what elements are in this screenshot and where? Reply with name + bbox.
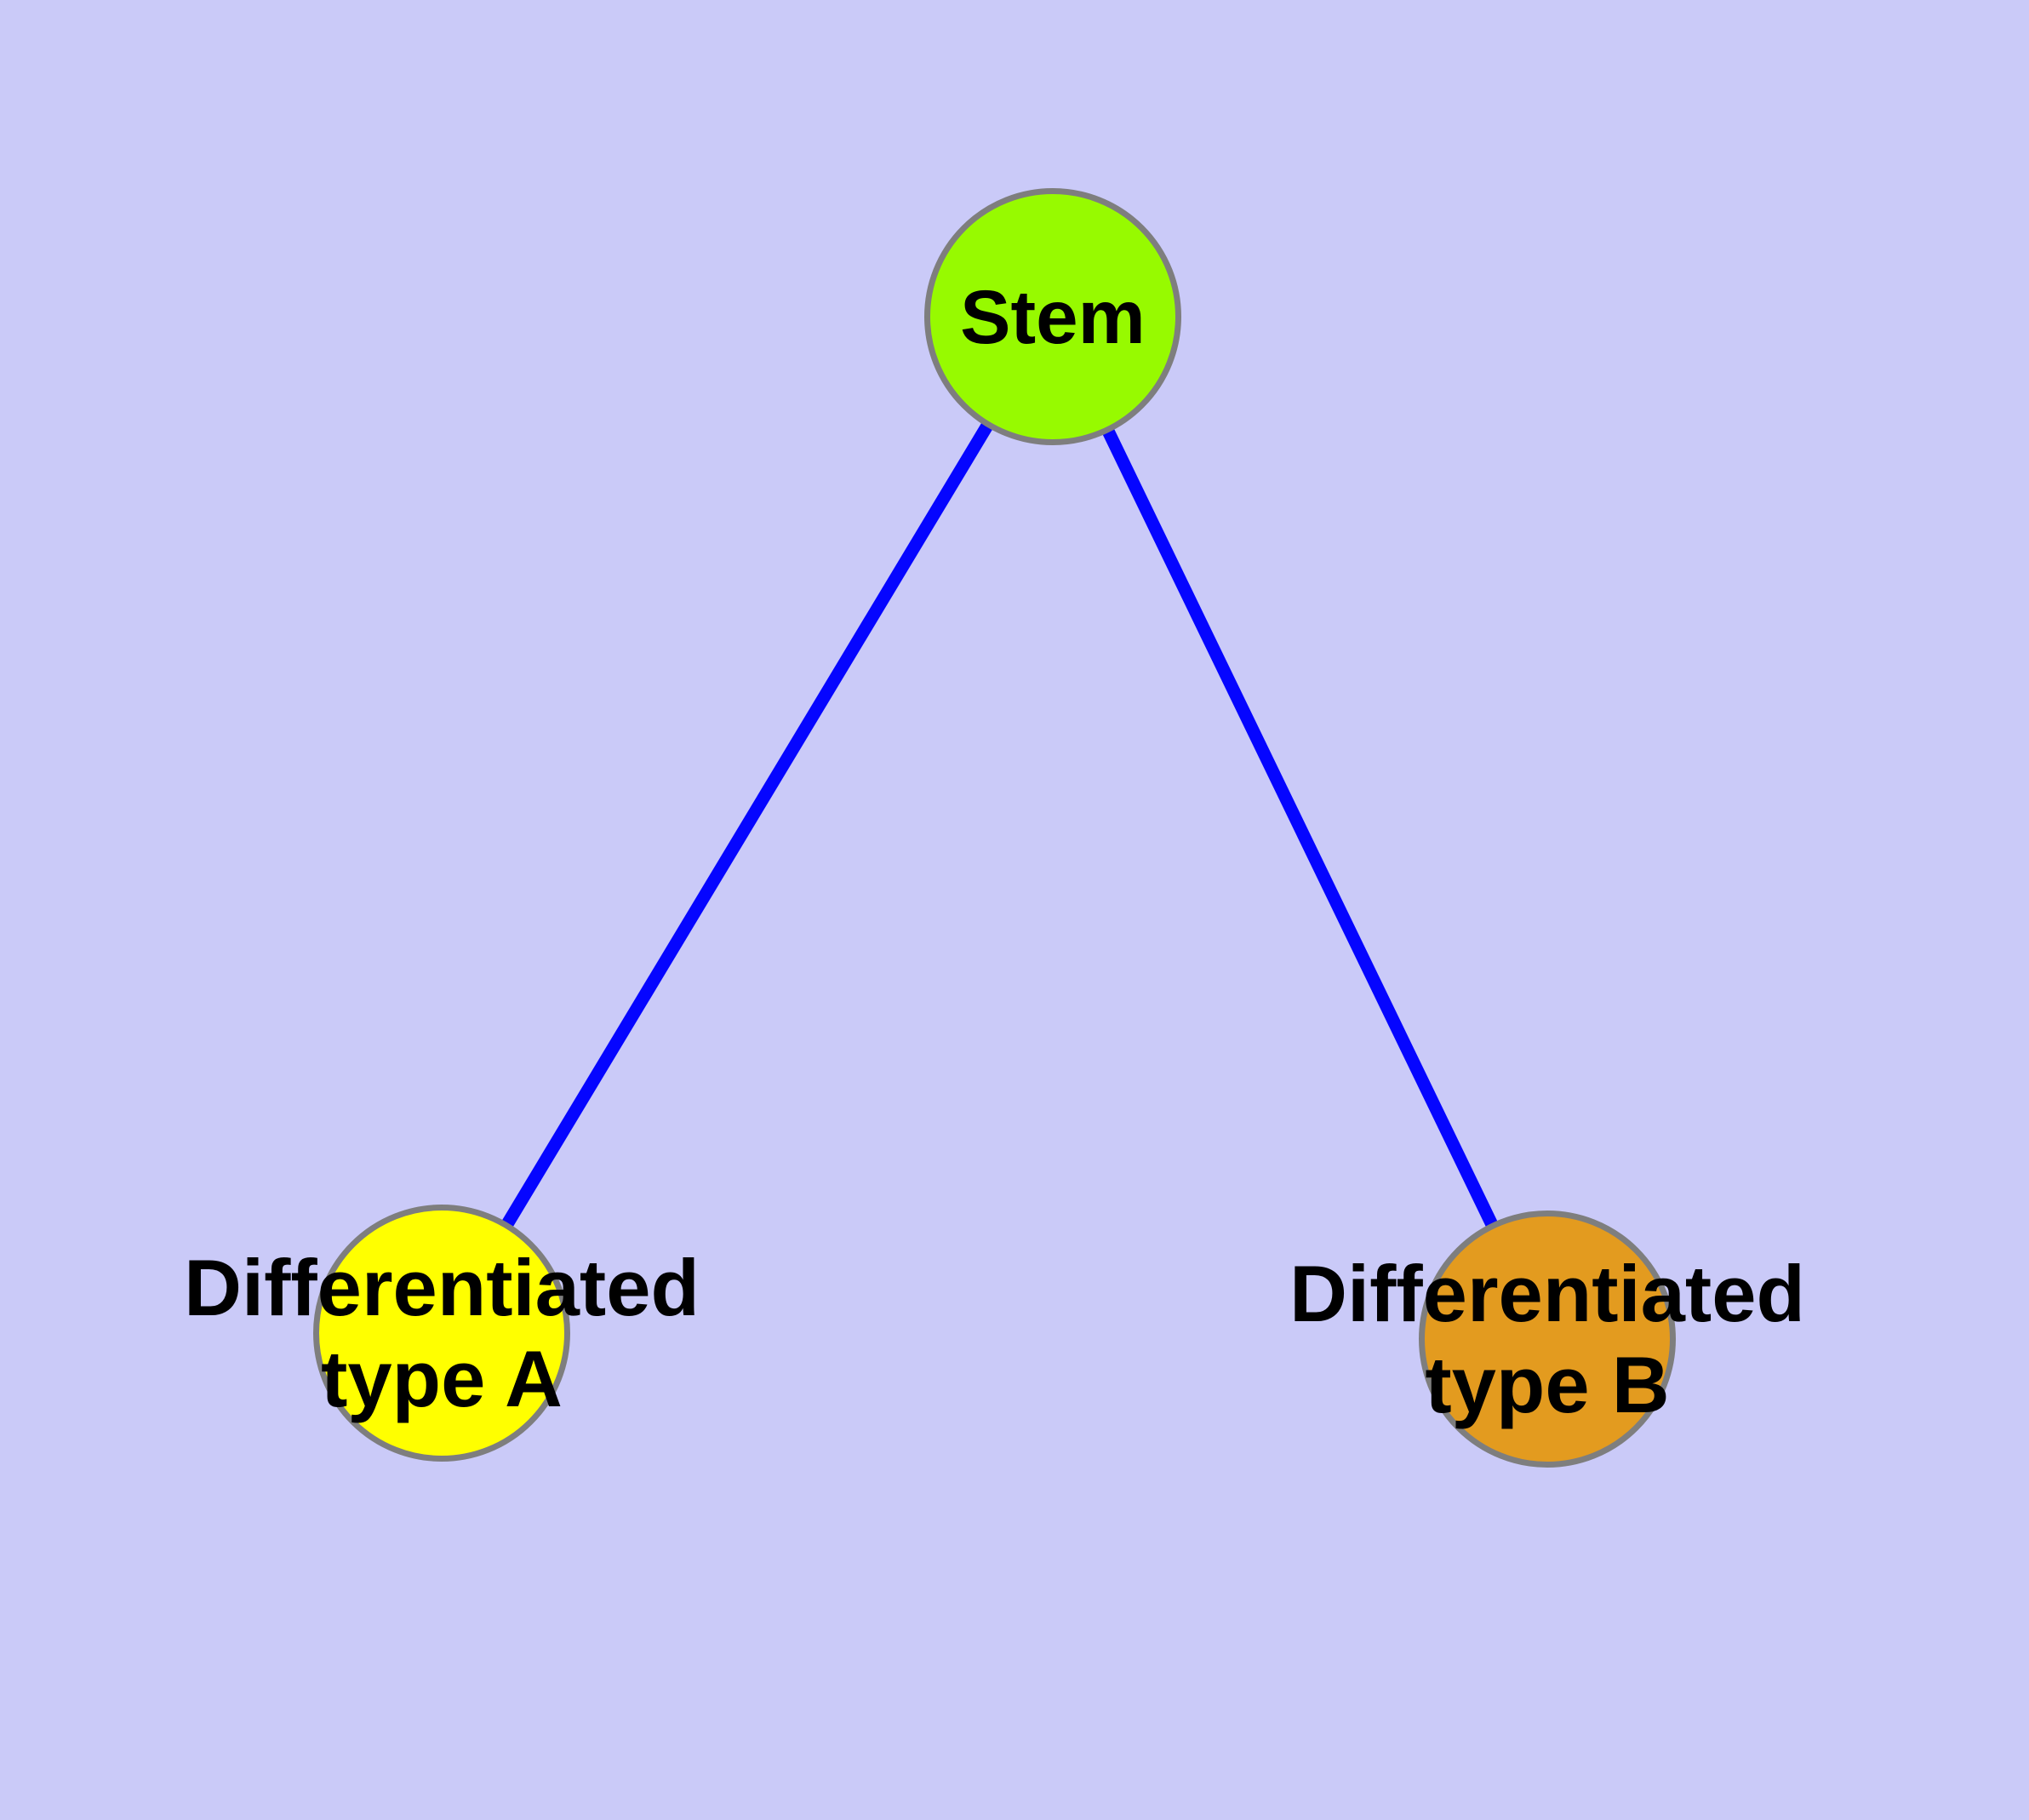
label-line: Differentiated	[184, 1242, 700, 1332]
label-line: Differentiated	[1289, 1248, 1805, 1338]
node-differentiated-type-b-label: Differentiated type B	[1289, 1248, 1805, 1430]
label-line: type A	[321, 1334, 563, 1423]
node-differentiated-type-a-label: Differentiated type A	[184, 1242, 700, 1424]
label-line: type B	[1425, 1340, 1670, 1429]
node-stem-label: Stem	[960, 273, 1146, 359]
edge-stem-to-type-a	[436, 313, 1059, 1336]
node-differentiated-type-b	[1419, 1210, 1676, 1468]
edge-stem-to-type-b	[1047, 313, 1553, 1342]
node-differentiated-type-a	[313, 1205, 570, 1462]
node-stem: Stem	[924, 188, 1181, 445]
